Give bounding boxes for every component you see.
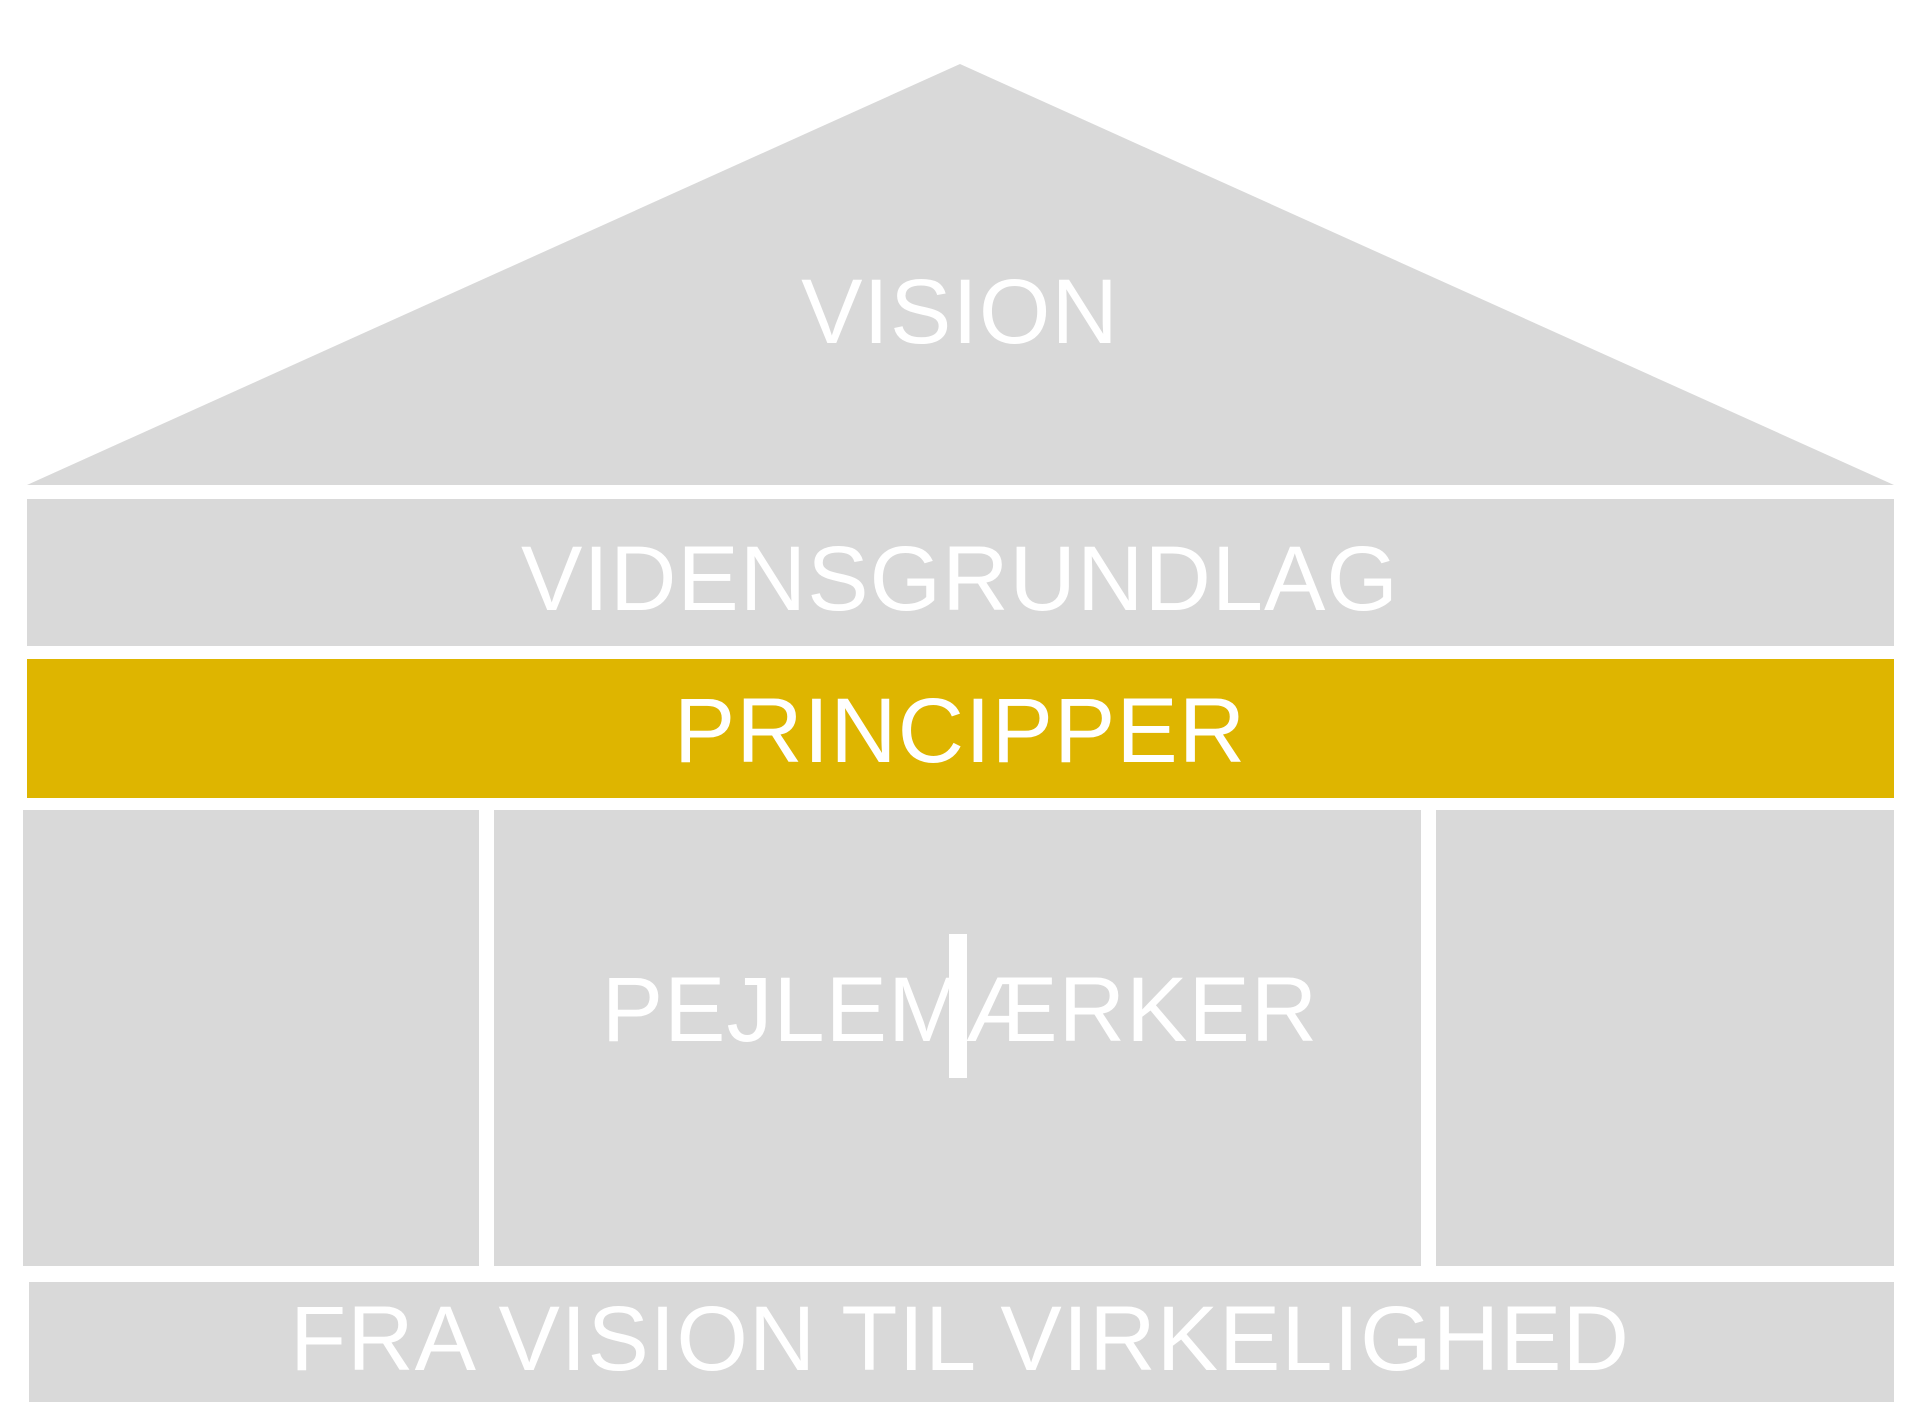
pillar-4 [1436,810,1894,1266]
landmarks-label: PEJLEMÆRKER [601,959,1319,1061]
center-fill-top [949,810,967,934]
pillar-2 [494,810,949,1266]
knowledge-base-label: VIDENSGRUNDLAG [521,528,1399,630]
knowledge-base-band [27,499,1894,646]
principles-band [27,659,1894,798]
foundation-label: FRA VISION TIL VIRKELIGHED [290,1288,1630,1390]
roof-label: VISION [801,261,1119,363]
pillar-3 [967,810,1421,1266]
foundation-band [29,1282,1894,1402]
principles-label: PRINCIPPER [673,680,1247,782]
roof-triangle [27,64,1894,485]
pillar-1 [23,810,479,1266]
center-fill-bottom [949,1078,967,1266]
